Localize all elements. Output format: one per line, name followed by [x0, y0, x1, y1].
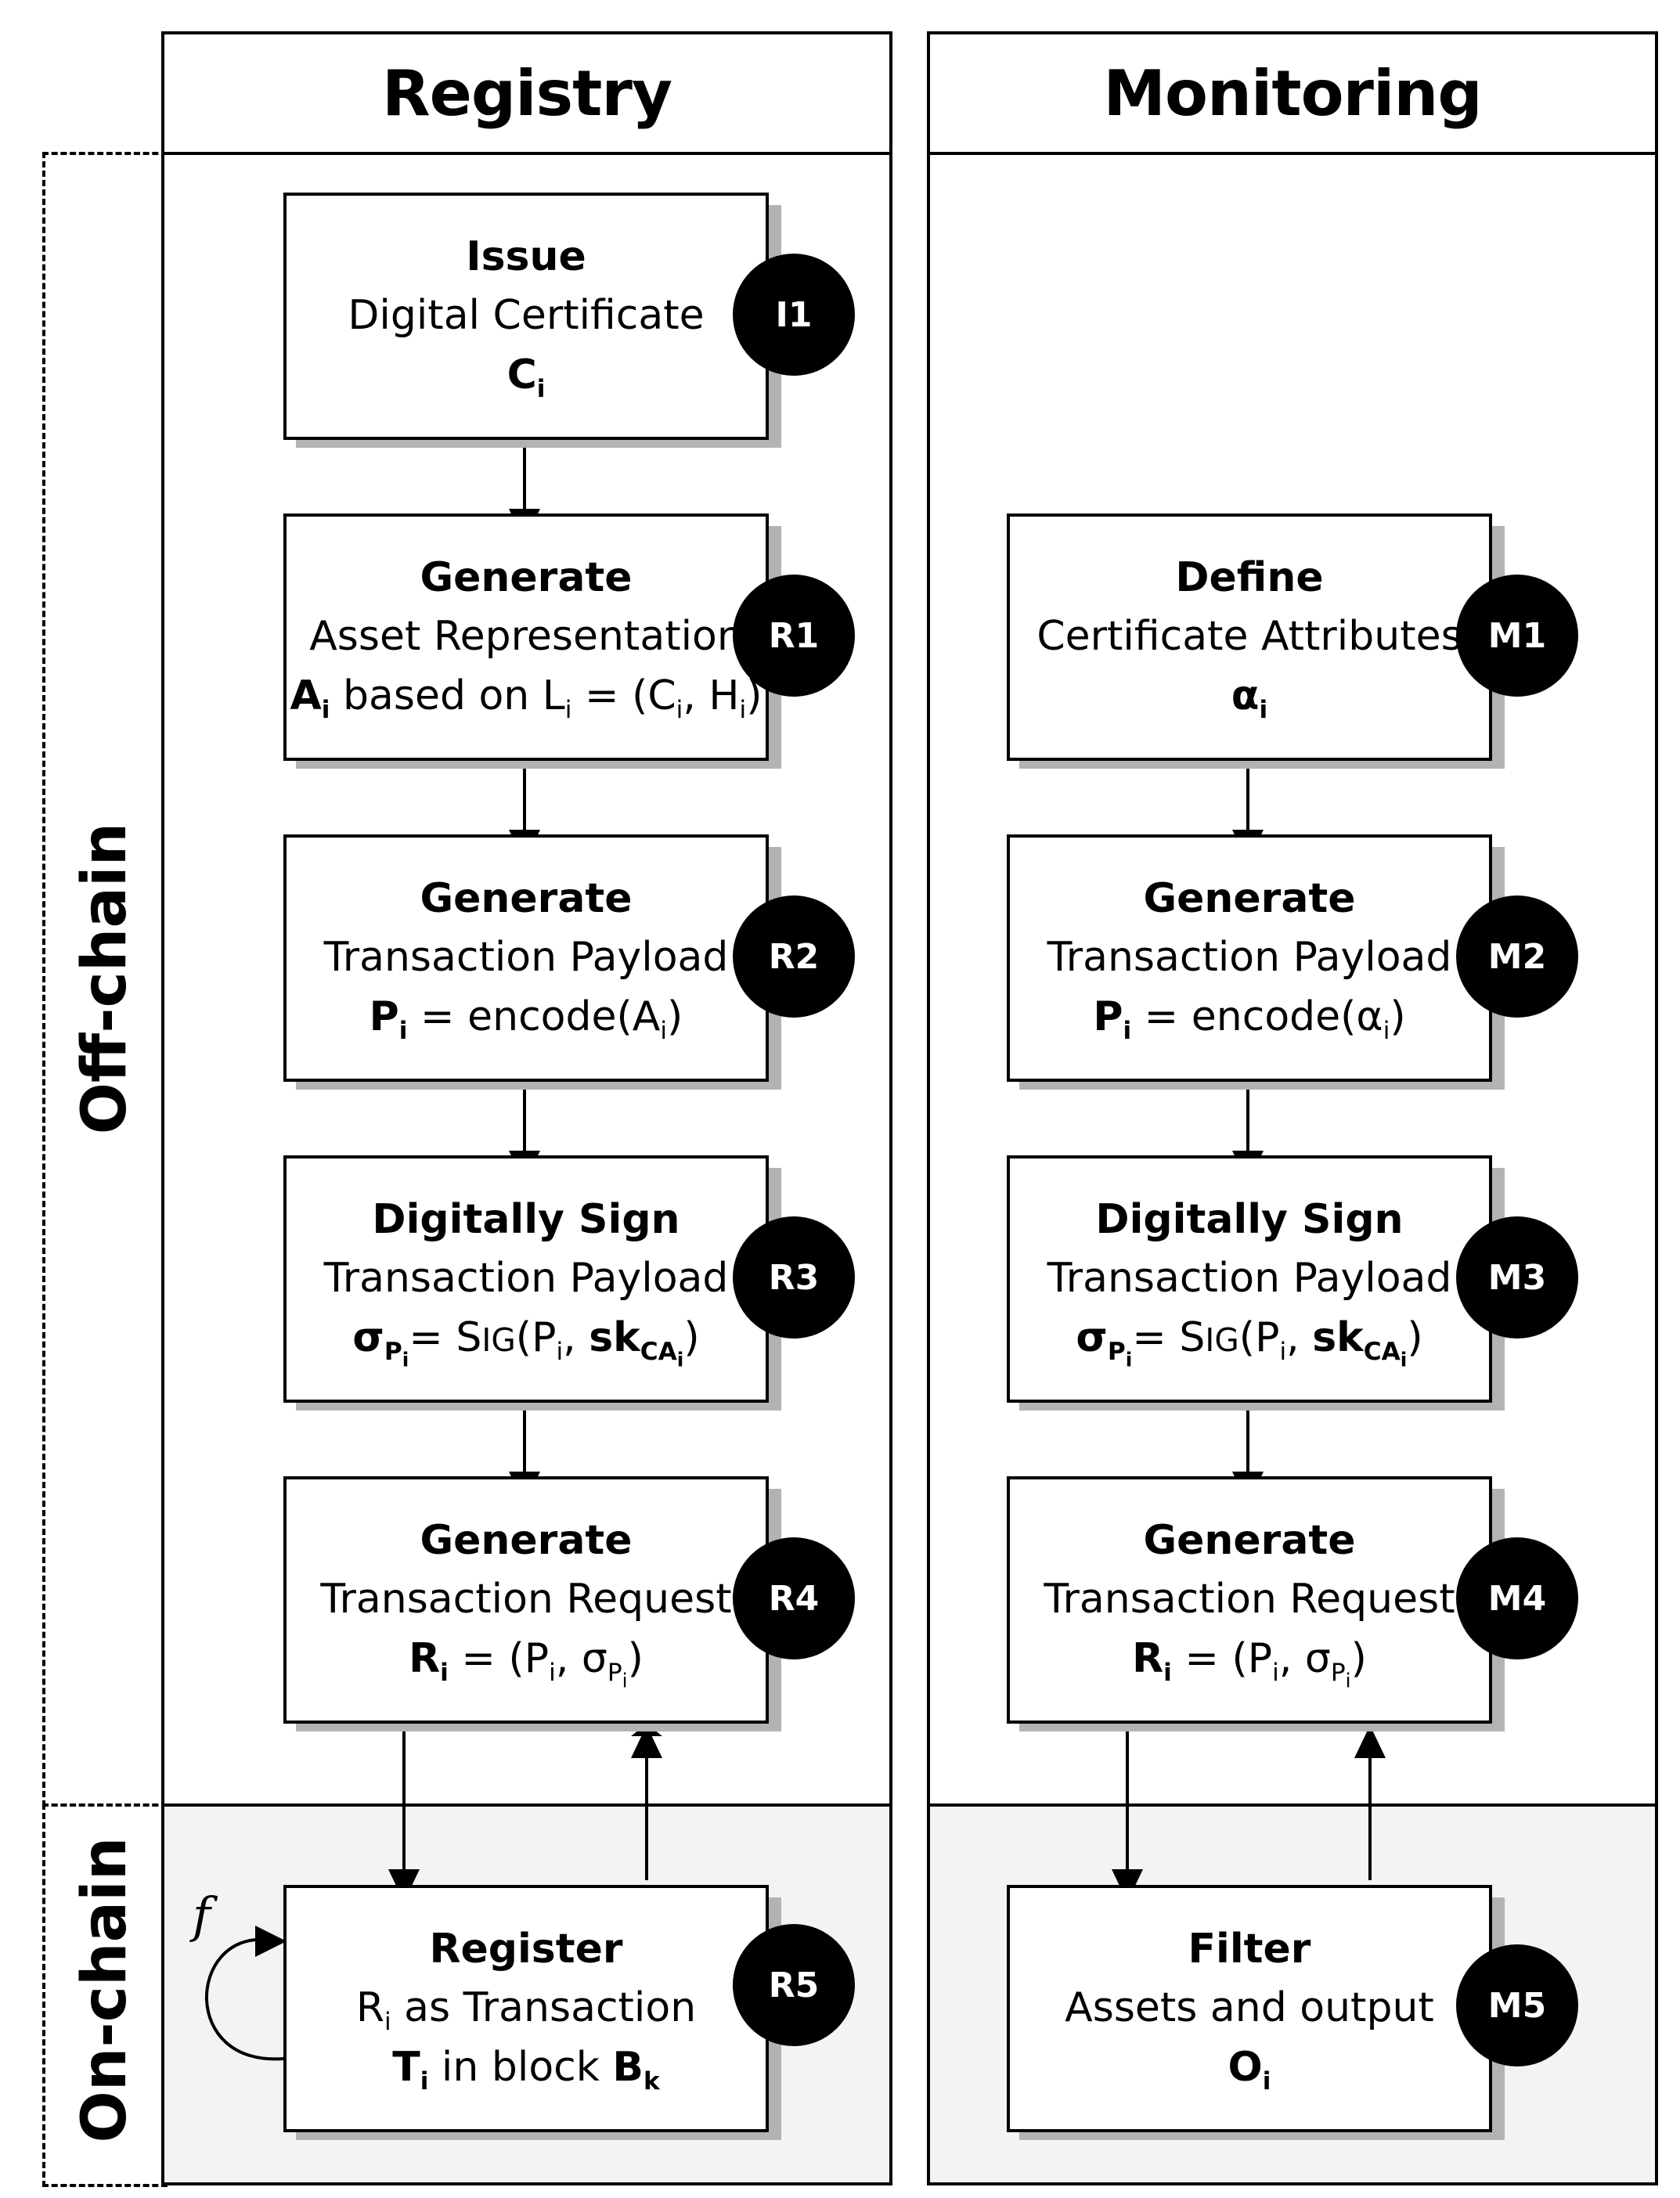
step-m4-verb: Generate	[1143, 1516, 1356, 1564]
step-m2-formula: Pi = encode(αi)	[1093, 993, 1406, 1045]
monitoring-lane-title: Monitoring	[927, 31, 1658, 155]
registry-lane-title: Registry	[161, 31, 892, 155]
badge-r1: R1	[733, 575, 855, 697]
step-m4: Generate Transaction Request Ri = (Pi, σ…	[1007, 1476, 1492, 1724]
step-m3-formula: σPi= SIG(Pi, skCAi)	[1076, 1313, 1423, 1371]
step-r5-formula: Ti in block Bk	[392, 2043, 660, 2095]
step-m2-desc: Transaction Payload	[1047, 934, 1452, 982]
step-m5: Filter Assets and output Oi	[1007, 1885, 1492, 2132]
step-r4-formula: Ri = (Pi, σPi)	[409, 1634, 644, 1692]
step-r3-verb: Digitally Sign	[372, 1195, 680, 1243]
step-m3-desc: Transaction Payload	[1047, 1255, 1452, 1303]
step-m3: Digitally Sign Transaction Payload σPi= …	[1007, 1155, 1492, 1403]
step-m2-verb: Generate	[1143, 874, 1356, 922]
step-m1-verb: Define	[1175, 553, 1324, 601]
step-r5-verb: Register	[429, 1925, 623, 1973]
step-r2: Generate Transaction Payload Pi = encode…	[283, 834, 769, 1082]
badge-m5: M5	[1456, 1944, 1578, 2066]
step-m5-formula: Oi	[1228, 2043, 1271, 2095]
badge-m3: M3	[1456, 1216, 1578, 1339]
step-r5: Register Ri as Transaction Ti in block B…	[283, 1885, 769, 2132]
step-r1: Generate Asset Representation Ai based o…	[283, 513, 769, 761]
step-i1-verb: Issue	[466, 232, 586, 280]
step-r3: Digitally Sign Transaction Payload σPi= …	[283, 1155, 769, 1403]
onchain-zone	[42, 1803, 168, 2187]
step-r3-desc: Transaction Payload	[323, 1255, 729, 1303]
badge-m2: M2	[1456, 895, 1578, 1018]
step-i1-formula: Ci	[507, 351, 546, 403]
step-r2-verb: Generate	[420, 874, 633, 922]
registry-zone-divider	[161, 1803, 892, 1807]
badge-r4: R4	[733, 1537, 855, 1659]
step-m4-formula: Ri = (Pi, σPi)	[1132, 1634, 1367, 1692]
step-m1-desc: Certificate Attributes	[1036, 613, 1462, 661]
step-r1-desc: Asset Representation	[309, 613, 743, 661]
badge-r5: R5	[733, 1924, 855, 2046]
step-r1-formula: Ai based on Li = (Ci, Hi)	[290, 672, 762, 724]
step-r4-verb: Generate	[420, 1516, 633, 1564]
step-i1: Issue Digital Certificate Ci	[283, 193, 769, 440]
badge-m1: M1	[1456, 575, 1578, 697]
step-r2-formula: Pi = encode(Ai)	[369, 993, 683, 1045]
badge-r3: R3	[733, 1216, 855, 1339]
step-r2-desc: Transaction Payload	[323, 934, 729, 982]
monitoring-zone-divider	[927, 1803, 1658, 1807]
step-r3-formula: σPi= SIG(Pi, skCAi)	[352, 1313, 700, 1371]
step-m2: Generate Transaction Payload Pi = encode…	[1007, 834, 1492, 1082]
step-m1-formula: αi	[1231, 672, 1268, 724]
step-m5-verb: Filter	[1188, 1925, 1311, 1973]
step-r5-desc: Ri as Transaction	[355, 1984, 697, 2037]
step-m5-desc: Assets and output	[1065, 1984, 1434, 2032]
step-r4-desc: Transaction Request	[320, 1576, 732, 1623]
step-i1-desc: Digital Certificate	[348, 292, 705, 340]
loop-label: f	[193, 1886, 211, 1944]
r5-self-loop	[204, 1937, 284, 2061]
step-m1: Define Certificate Attributes αi	[1007, 513, 1492, 761]
badge-m4: M4	[1456, 1537, 1578, 1659]
step-m4-desc: Transaction Request	[1044, 1576, 1455, 1623]
badge-i1: I1	[733, 254, 855, 376]
badge-r2: R2	[733, 895, 855, 1018]
step-r4: Generate Transaction Request Ri = (Pi, σ…	[283, 1476, 769, 1724]
step-r1-verb: Generate	[420, 553, 633, 601]
step-m3-verb: Digitally Sign	[1095, 1195, 1404, 1243]
